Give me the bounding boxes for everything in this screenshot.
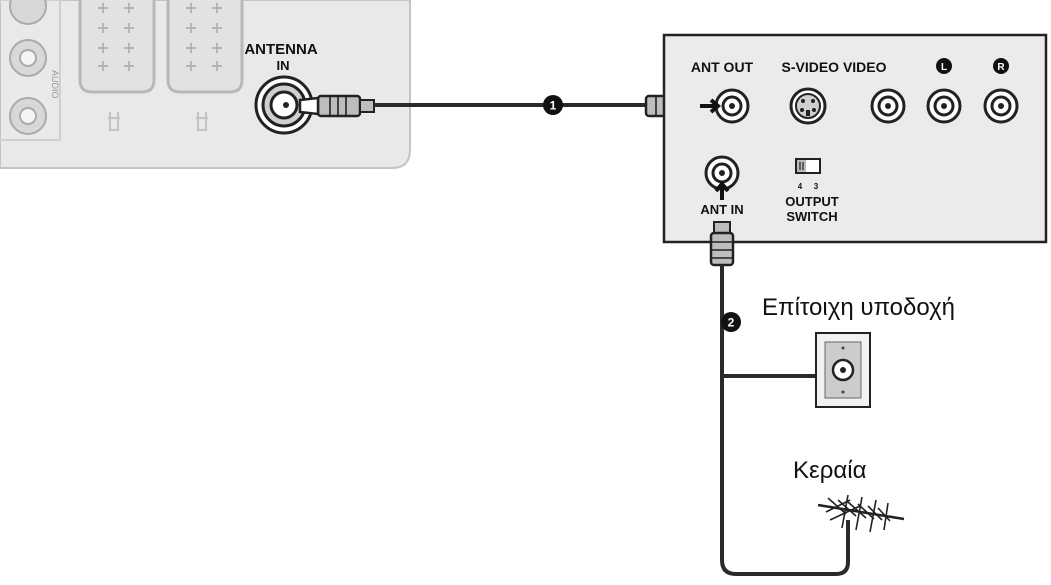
output-switch-icon[interactable] <box>795 158 821 174</box>
svideo-jack-icon <box>789 87 827 125</box>
right-audio-jack-icon <box>983 88 1019 124</box>
vcr-ant-out-jack-icon <box>700 88 750 124</box>
wall-outlet-icon <box>815 332 871 408</box>
vcr-panel-body <box>662 33 1048 244</box>
cable-2: 2 <box>709 221 850 576</box>
wall-outlet: Επίτοιχη υποδοχή <box>762 294 955 408</box>
svg-text:AUDIO: AUDIO <box>50 70 60 99</box>
left-audio-jack-icon <box>926 88 962 124</box>
svg-text:R: R <box>997 62 1005 73</box>
tv-antenna-label-line2: IN <box>277 58 290 73</box>
tv-audio-jacks: AUDIO <box>0 0 61 141</box>
tv-audio-jack-top-icon <box>9 0 47 25</box>
vcr-back-panel: ANT OUT S-VIDEO VIDEO L R <box>662 33 1048 244</box>
tv-side-plug-icon <box>298 94 375 118</box>
vcr-svideo-video-label: S-VIDEO VIDEO <box>781 59 886 75</box>
cable-step-1-marker: 1 <box>543 95 563 115</box>
antenna: Κεραία <box>793 457 905 533</box>
svg-text:L: L <box>941 62 947 73</box>
output-switch-label-line1: OUTPUT <box>785 194 839 209</box>
left-audio-badge: L <box>936 58 952 74</box>
scart-connector-2-icon <box>166 0 244 131</box>
cable-1: 1 <box>298 94 701 118</box>
switch-position-3: 3 <box>814 182 819 191</box>
svg-text:2: 2 <box>728 316 735 330</box>
svg-text:1: 1 <box>550 99 557 113</box>
scart-connector-1-icon <box>78 0 156 131</box>
switch-position-4: 4 <box>798 182 803 191</box>
tv-antenna-label-line1: ANTENNA <box>244 41 317 58</box>
ant-in-plug-icon <box>709 221 735 267</box>
vcr-ant-in-label: ANT IN <box>700 202 743 217</box>
output-switch-label-line2: SWITCH <box>786 209 837 224</box>
antenna-icon <box>817 494 905 533</box>
cable-step-2-marker: 2 <box>721 312 741 332</box>
tv-back-panel: AUDIO ANTENNA IN <box>0 0 411 169</box>
antenna-label: Κεραία <box>793 457 867 484</box>
wall-outlet-label: Επίτοιχη υποδοχή <box>762 294 955 321</box>
video-jack-icon <box>870 88 906 124</box>
tv-antenna-in-jack-icon <box>254 75 314 135</box>
vcr-ant-out-label: ANT OUT <box>691 59 754 75</box>
right-audio-badge: R <box>993 58 1009 74</box>
vcr-ant-in-jack-icon <box>704 155 740 200</box>
